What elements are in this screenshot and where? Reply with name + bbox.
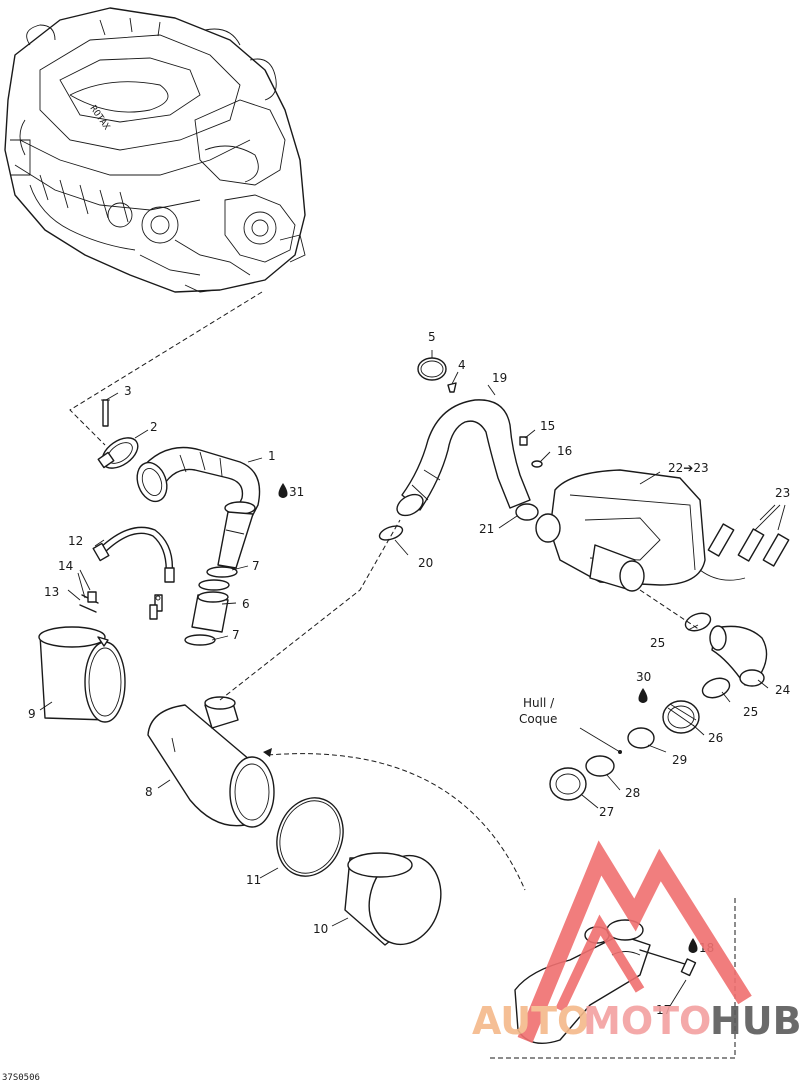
watermark-auto: AUTO — [472, 999, 589, 1043]
clamp-part-25 — [684, 612, 731, 699]
elbow-part-24 — [709, 625, 768, 687]
callout-leaders — [39, 350, 786, 1007]
engine-illustration: ROTAX — [4, 7, 306, 293]
callout-3: 3 — [124, 384, 132, 398]
callout-24: 24 — [775, 683, 790, 697]
exhaust-elbow-part-1 — [136, 446, 261, 569]
callout-29: 29 — [672, 753, 687, 767]
callout-25b: 25 — [743, 705, 758, 719]
resonator-part-22 — [535, 469, 706, 592]
callout-19: 19 — [492, 371, 507, 385]
clamp-part-2 — [97, 437, 139, 469]
callout-2: 2 — [150, 420, 158, 434]
flange-part-27 — [549, 767, 587, 801]
reference-code: 37S0506 — [2, 1073, 40, 1083]
tube-part-10 — [344, 852, 442, 946]
callout-9: 9 — [28, 707, 36, 721]
fitting-part-14 — [149, 594, 163, 620]
drop-icon — [688, 938, 698, 953]
callout-7b: 7 — [232, 628, 240, 642]
callout-10: 10 — [313, 922, 328, 936]
watermark-triangle — [517, 840, 752, 1044]
callout-7a: 7 — [252, 559, 260, 573]
callout-1: 1 — [268, 449, 276, 463]
callout-25a: 25 — [650, 636, 665, 650]
callout-14: 14 — [58, 559, 73, 573]
callout-20: 20 — [418, 556, 433, 570]
clamp-part-20 — [378, 525, 404, 541]
drop-icon — [638, 688, 648, 703]
callout-15: 15 — [540, 419, 555, 433]
callout-27: 27 — [599, 805, 614, 819]
callout-28: 28 — [625, 786, 640, 800]
pad-part-23 — [699, 523, 790, 581]
callout-21: 21 — [479, 522, 494, 536]
ring-part-11 — [276, 797, 344, 877]
callout-4: 4 — [458, 358, 466, 372]
bolt-part-3 — [101, 399, 110, 427]
callout-12: 12 — [68, 534, 83, 548]
callout-30: 30 — [636, 670, 651, 684]
muffler-part-8 — [147, 696, 275, 828]
callout-23: 23 — [775, 486, 790, 500]
fitting-part-13 — [79, 591, 99, 613]
screw-part-4 — [447, 382, 457, 393]
watermark-moto: MOTO — [583, 999, 711, 1043]
callout-8: 8 — [145, 785, 153, 799]
muffler-part-9 — [38, 626, 126, 723]
watermark-logo: AUTO MOTO HUB — [472, 840, 800, 1044]
hose-part-12 — [92, 526, 175, 583]
hull-label-line2: Coque — [519, 712, 557, 726]
callout-11: 11 — [246, 873, 261, 887]
callout-6: 6 — [242, 597, 250, 611]
clamp-part-21 — [515, 503, 539, 521]
ring-part-5 — [417, 357, 447, 381]
ring-part-28 — [585, 755, 615, 777]
washer-part-16 — [531, 460, 543, 468]
callout-5: 5 — [428, 330, 436, 344]
callout-17: 17 — [656, 1003, 671, 1017]
hull-label-line1: Hull / — [523, 696, 555, 710]
plug-part-15 — [519, 436, 528, 446]
assembly-leader — [69, 291, 263, 446]
callout-13: 13 — [44, 585, 59, 599]
pipe-part-19 — [396, 399, 531, 517]
fitting-part-26 — [662, 700, 700, 734]
callout-26: 26 — [708, 731, 723, 745]
ring-part-29 — [627, 727, 655, 749]
watermark-hub: HUB — [710, 999, 800, 1043]
drop-icon — [278, 483, 288, 498]
callout-16: 16 — [557, 444, 572, 458]
clamp-part-7 — [184, 566, 238, 646]
sleeve-part-6 — [191, 591, 229, 633]
callout-22: 22➔23 — [668, 461, 709, 475]
callout-31: 31 — [289, 485, 304, 499]
